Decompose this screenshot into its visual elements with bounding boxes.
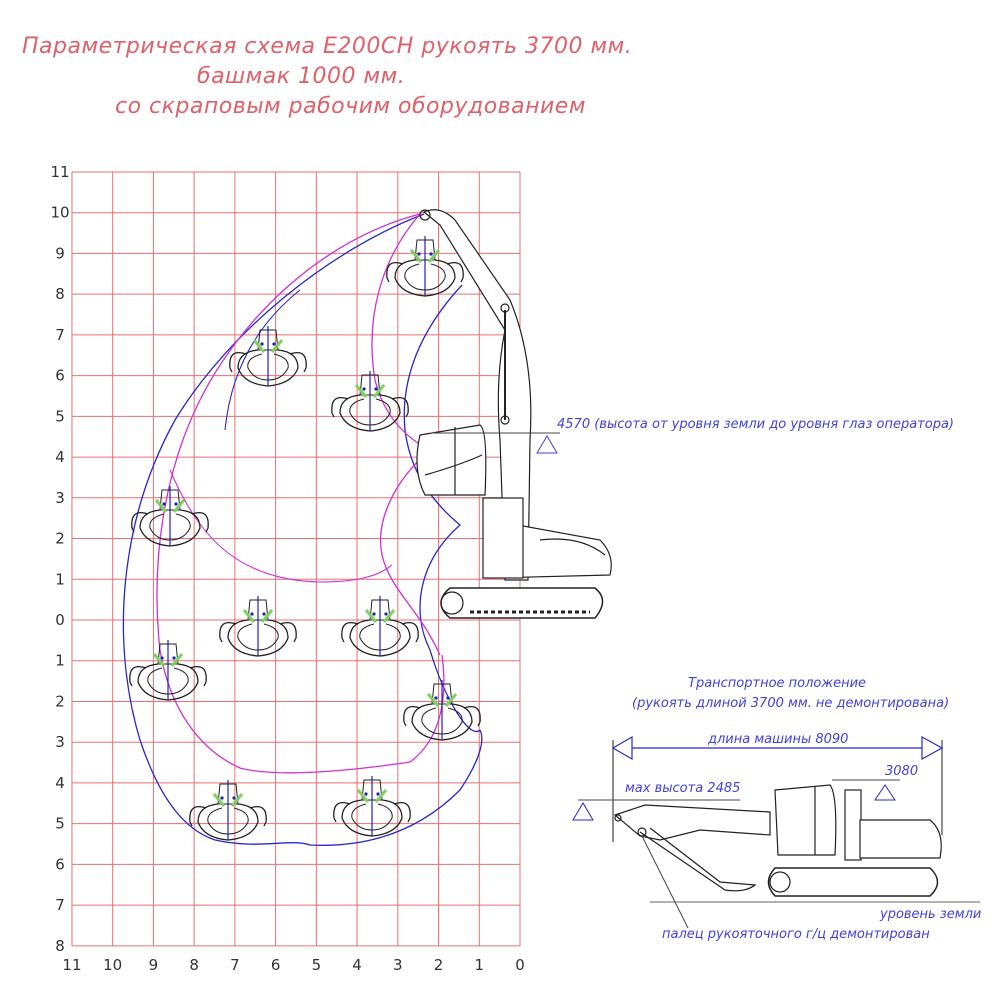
y-tick-label: 8 xyxy=(55,285,65,303)
grab-icon xyxy=(332,774,412,838)
x-tick-label: 2 xyxy=(434,956,444,974)
level-triangle-icon xyxy=(536,435,558,454)
y-tick-label: 8 xyxy=(55,937,65,955)
machine-length-dimension xyxy=(611,735,944,842)
grid xyxy=(71,171,521,947)
y-tick-label: 2 xyxy=(55,530,65,548)
y-tick-label: 4 xyxy=(55,448,65,466)
x-tick-label: 5 xyxy=(312,956,322,974)
y-tick-label: 10 xyxy=(50,204,69,222)
x-tick-label: 1 xyxy=(474,956,484,974)
y-tick-label: 1 xyxy=(55,570,65,588)
grab-icon xyxy=(330,369,410,433)
x-tick-label: 7 xyxy=(230,956,240,974)
y-tick-label: 3 xyxy=(55,733,65,751)
grab-icon xyxy=(188,778,268,842)
level-triangle-icon xyxy=(874,784,896,801)
pin-leader-line xyxy=(641,835,689,929)
max-height-label: мах высота 2485 xyxy=(625,781,740,796)
y-tick-label: 6 xyxy=(55,367,65,385)
grab-icon xyxy=(340,594,420,658)
y-tick-label: 5 xyxy=(55,815,65,833)
height-3080-label: 3080 xyxy=(885,764,918,779)
transport-subtitle: (рукоять длиной 3700 мм. не демонтирован… xyxy=(632,696,949,711)
x-tick-label: 9 xyxy=(149,956,159,974)
y-tick-label: 7 xyxy=(55,326,65,344)
transport-title: Транспортное положение xyxy=(688,676,866,691)
title-line-1: Параметрическая схема E200CH рукоять 370… xyxy=(22,34,633,59)
title-line-3: со скраповым рабочим оборудованием xyxy=(115,94,586,119)
y-tick-label: 1 xyxy=(55,652,65,670)
level-triangle-icon xyxy=(572,802,594,821)
y-tick-label: 9 xyxy=(55,244,65,262)
grab-icon xyxy=(218,594,298,658)
y-tick-label: 3 xyxy=(55,489,65,507)
grab-icon xyxy=(402,678,482,742)
grab-positions xyxy=(128,234,482,842)
x-tick-label: 0 xyxy=(515,956,525,974)
x-tick-label: 8 xyxy=(189,956,199,974)
eye-level-label: 4570 (высота от уровня земли до уровня г… xyxy=(557,417,954,432)
reach-envelope-magenta-arc xyxy=(169,469,393,583)
excavator-transport-icon xyxy=(613,784,942,897)
grab-icon xyxy=(128,638,208,702)
title-line-2: башмак 1000 мм. xyxy=(197,64,406,89)
y-tick-label: 4 xyxy=(55,774,65,792)
y-tick-label: 6 xyxy=(55,855,65,873)
reach-envelope-blue-arc xyxy=(224,289,301,431)
y-tick-label: 5 xyxy=(55,407,65,425)
ground-level-label: уровень земли xyxy=(879,907,981,922)
y-tick-label: 7 xyxy=(55,896,65,914)
x-tick-label: 3 xyxy=(393,956,403,974)
x-tick-label: 11 xyxy=(62,956,81,974)
machine-length-label: длина машины 8090 xyxy=(707,732,848,747)
reach-envelope-outer-magenta xyxy=(156,213,445,774)
y-tick-label: 11 xyxy=(50,163,69,181)
reach-envelope-outer-blue xyxy=(122,213,483,846)
pin-note-label: палец рукояточного г/ц демонтирован xyxy=(662,927,930,942)
x-tick-label: 10 xyxy=(103,956,122,974)
y-tick-label: 2 xyxy=(55,692,65,710)
x-tick-label: 4 xyxy=(352,956,362,974)
excavator-working-icon xyxy=(416,209,612,619)
reach-envelope-inner-blue xyxy=(403,284,481,733)
y-tick-label: 0 xyxy=(55,611,65,629)
x-tick-label: 6 xyxy=(271,956,281,974)
